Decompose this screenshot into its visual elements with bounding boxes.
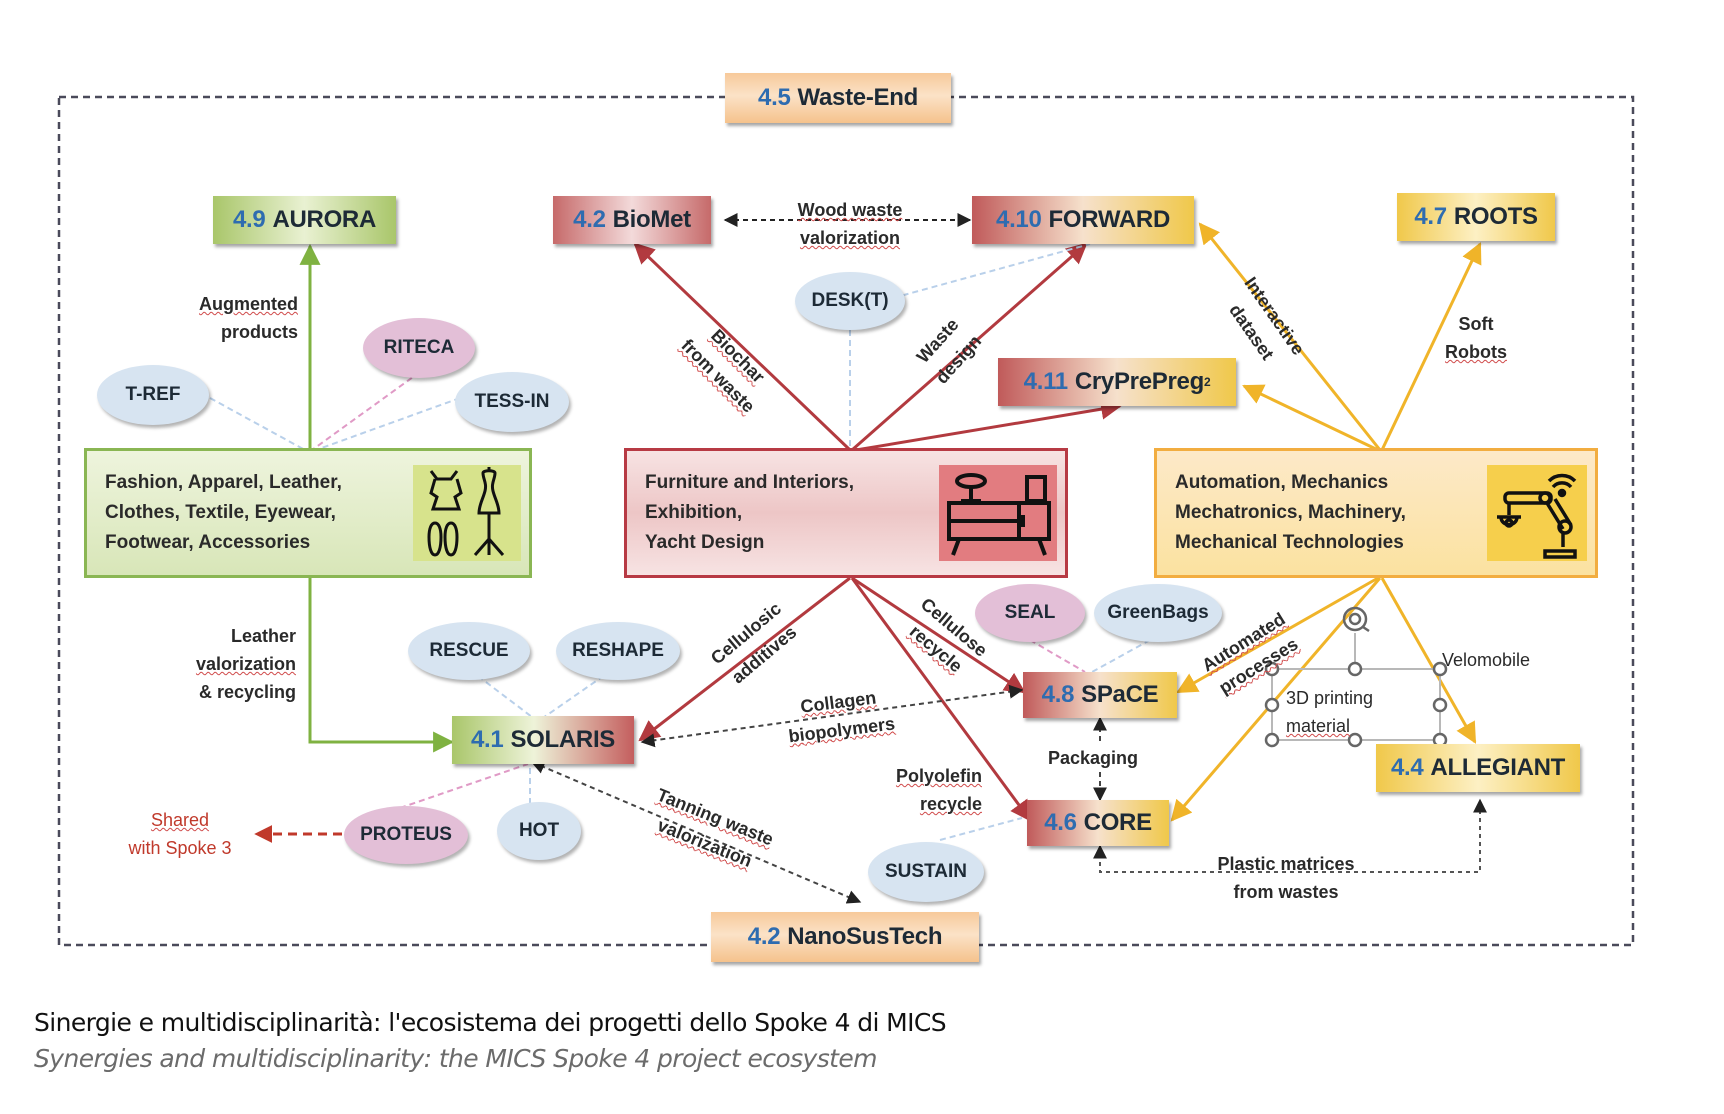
edge-auto-space <box>1176 576 1379 694</box>
subproject-seal[interactable]: SEAL <box>975 584 1085 642</box>
printing-selection-box[interactable] <box>1264 606 1448 748</box>
robot-arm-icon <box>1487 465 1587 561</box>
furniture-sideboard-icon <box>939 465 1057 561</box>
sector-furniture[interactable]: Furniture and Interiors, Exhibition, Yac… <box>624 448 1068 578</box>
edge-furniture-cryprepreg <box>855 398 1123 452</box>
label-3d-printing: 3D printing material <box>1286 688 1374 736</box>
sector-automation[interactable]: Automation, Mechanics Mechatronics, Mach… <box>1154 448 1598 578</box>
subproject-desk-t[interactable]: DESK(T) <box>795 272 905 330</box>
subproject-rescue[interactable]: RESCUE <box>408 622 530 680</box>
edge-fashion-solaris <box>308 577 455 753</box>
caption-italian: Sinergie e multidisciplinarità: l'ecosis… <box>34 1008 947 1037</box>
caption-english: Synergies and multidisciplinarity: the M… <box>34 1044 877 1073</box>
edge-space-solaris <box>640 684 1024 748</box>
edge-furniture-biomet <box>633 242 852 452</box>
clothing-mannequin-icon <box>413 465 521 561</box>
link-riteca <box>311 371 421 451</box>
label-packaging: Packaging <box>1046 744 1141 772</box>
subproject-reshape[interactable]: RESHAPE <box>556 622 680 680</box>
sector-fashion[interactable]: Fashion, Apparel, Leather, Clothes, Text… <box>84 448 532 578</box>
label-wood-waste: Wood waste valorization <box>797 200 903 248</box>
link-sustain <box>939 817 1023 841</box>
link-proteus <box>399 763 529 809</box>
link-tessin <box>315 397 461 451</box>
subproject-hot[interactable]: HOT <box>497 802 581 860</box>
edge-furniture-forward <box>851 242 1088 452</box>
label-soft-robots: Soft Robots <box>1445 314 1507 362</box>
label-shared-with-spoke3: Shared with Spoke 3 <box>128 810 232 858</box>
label-plastic-matrices: Plastic matrices from wastes <box>1217 854 1355 902</box>
subproject-proteus[interactable]: PROTEUS <box>344 806 468 864</box>
subproject-sustain[interactable]: SUSTAIN <box>868 842 984 902</box>
subproject-greenbags[interactable]: GreenBags <box>1094 584 1222 642</box>
link-tref <box>209 397 306 451</box>
edge-auto-allegiant <box>1380 577 1477 744</box>
link-deskt-forward <box>892 243 1091 299</box>
edge-auto-cryprepreg <box>1242 384 1379 452</box>
edge-core-allegiant <box>1093 798 1487 873</box>
link-greenbags <box>1091 639 1151 673</box>
label-leather: Leather valorization & recycling <box>195 626 296 702</box>
label-velomobile: Velomobile <box>1442 650 1531 670</box>
edge-auto-roots <box>1380 242 1482 451</box>
label-augmented-products: Augmented products <box>199 294 298 342</box>
rotate-handle-icon <box>1342 606 1370 633</box>
edge-furniture-space <box>851 576 1026 694</box>
subproject-t-ref[interactable]: T-REF <box>97 365 209 425</box>
edge-auto-forward <box>1198 222 1382 451</box>
link-seal <box>1029 639 1086 673</box>
edge-solaris-nanosustech <box>530 760 862 904</box>
subproject-riteca[interactable]: RITECA <box>363 318 475 378</box>
subproject-tess-in[interactable]: TESS-IN <box>455 372 569 432</box>
label-polyolefin-recycle: Polyolefin recycle <box>895 766 982 814</box>
